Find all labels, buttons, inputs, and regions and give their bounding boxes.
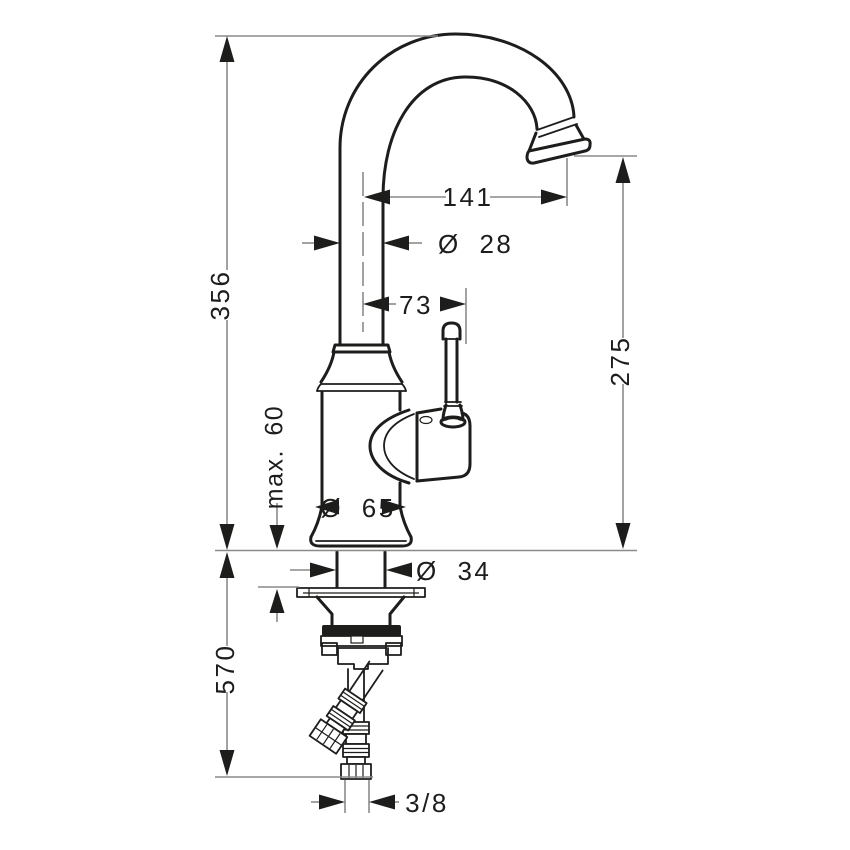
body-bell-left bbox=[319, 350, 336, 384]
base-foot bbox=[309, 535, 413, 548]
mounting-nut bbox=[320, 635, 403, 656]
mounting-shank bbox=[335, 550, 387, 591]
dim-label-max-60: max. 60 bbox=[261, 405, 289, 509]
body-bell-right bbox=[387, 350, 404, 384]
faucet-body bbox=[309, 350, 472, 548]
extension-lines bbox=[215, 35, 637, 813]
handle-hub bbox=[415, 407, 472, 483]
dim-label-d28: Ø 28 bbox=[438, 229, 513, 259]
dim-connection-thread: 3/8 bbox=[311, 788, 449, 818]
body-joint-crescent bbox=[368, 408, 411, 485]
handle-knob bbox=[441, 321, 462, 341]
dim-handle-offset: 73 bbox=[363, 290, 466, 320]
dim-label-141: 141 bbox=[443, 182, 494, 212]
faucet-spout bbox=[331, 32, 592, 354]
handle-lever-rod bbox=[444, 337, 459, 404]
supply-hoses bbox=[308, 660, 384, 780]
rubber-gasket bbox=[322, 625, 401, 636]
dim-label-d65: Ø 65 bbox=[320, 493, 395, 523]
dim-hole-diameter: Ø 34 bbox=[290, 556, 491, 586]
dim-label-570: 570 bbox=[210, 644, 240, 695]
connector-block bbox=[337, 647, 389, 670]
spout-collar bbox=[331, 343, 392, 354]
dim-max-mounting-thickness: max. 60 bbox=[261, 405, 289, 622]
dim-base-diameter: Ø 65 bbox=[315, 493, 406, 523]
dim-spout-reach: 141 bbox=[364, 182, 567, 212]
dim-below-deck-height: 570 bbox=[210, 552, 240, 776]
dim-total-height: 356 bbox=[205, 36, 235, 550]
spout-inner-curve bbox=[381, 75, 539, 347]
dim-label-3-8: 3/8 bbox=[405, 788, 449, 818]
dim-spout-tube-diameter: Ø 28 bbox=[302, 229, 513, 259]
dim-label-356: 356 bbox=[205, 270, 235, 321]
mounting-hardware bbox=[296, 550, 426, 670]
hub-screw-detail bbox=[419, 415, 433, 425]
spout-aerator bbox=[525, 116, 592, 165]
dim-label-d34: Ø 34 bbox=[416, 556, 491, 586]
dim-spout-height: 275 bbox=[605, 157, 635, 549]
mounting-cone bbox=[315, 595, 406, 627]
dim-label-73: 73 bbox=[399, 290, 433, 320]
spout-outer-curve bbox=[338, 32, 576, 347]
dim-label-275: 275 bbox=[605, 336, 635, 387]
faucet-handle bbox=[439, 321, 467, 429]
supply-hose-angled bbox=[308, 660, 384, 755]
aerator-rim bbox=[525, 137, 592, 165]
